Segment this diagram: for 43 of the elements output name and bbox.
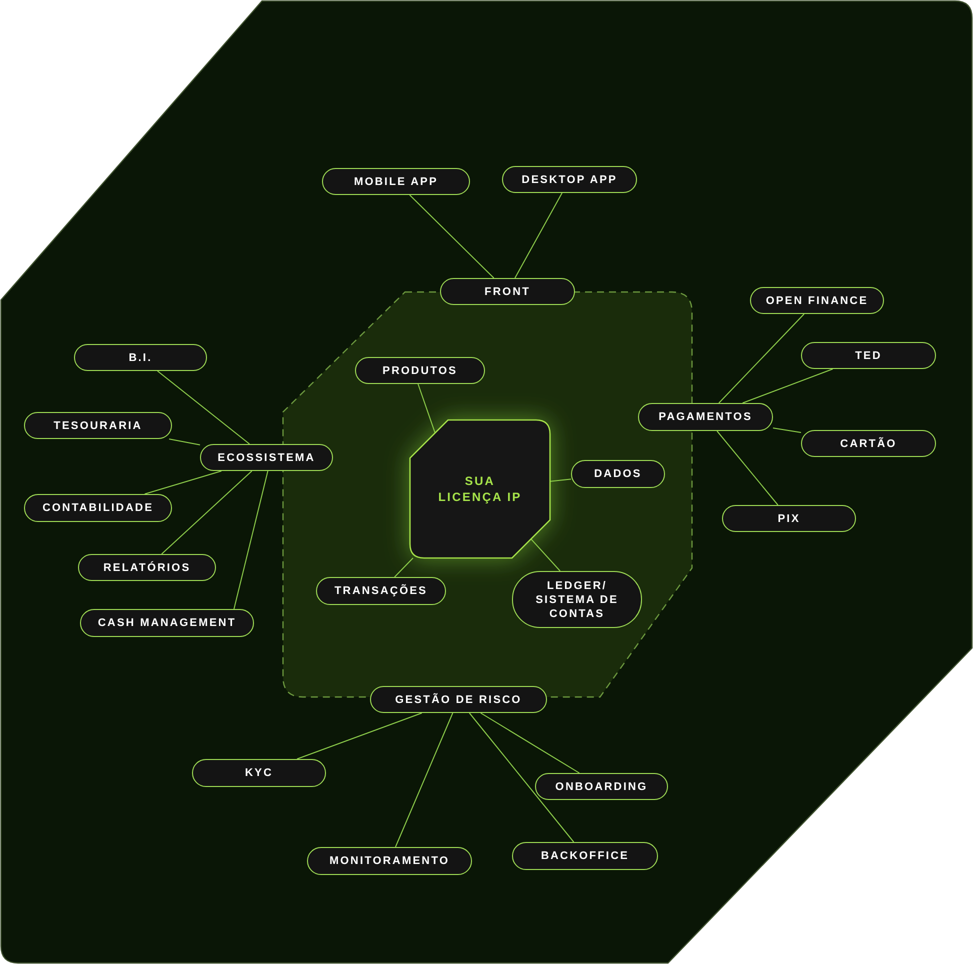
- connector-line: [161, 470, 252, 554]
- connector-line: [530, 538, 561, 572]
- pill-label: LEDGER/ SISTEMA DE CONTAS: [512, 571, 642, 628]
- pill-label: DADOS: [571, 460, 665, 488]
- pill-label: PIX: [722, 505, 856, 532]
- pill-label: KYC: [192, 759, 326, 787]
- connector-line: [772, 427, 802, 434]
- connector-line: [514, 192, 563, 278]
- connector-line: [718, 314, 805, 404]
- connector-line: [144, 470, 222, 494]
- connector-line: [296, 712, 422, 760]
- pill-label: PAGAMENTOS: [638, 403, 773, 431]
- pill-label: PRODUTOS: [355, 357, 485, 384]
- pill-label: CONTABILIDADE: [24, 494, 172, 522]
- connector-line: [742, 368, 834, 404]
- connector-line: [168, 438, 200, 446]
- connector-line: [550, 478, 572, 482]
- connector-line: [418, 384, 436, 434]
- pill-label: BACKOFFICE: [512, 842, 658, 870]
- pill-label: ONBOARDING: [535, 773, 668, 800]
- connector-line: [394, 558, 414, 578]
- connector-line: [480, 712, 580, 774]
- pill-label: GESTÃO DE RISCO: [370, 686, 547, 713]
- pill-label: DESKTOP APP: [502, 166, 637, 193]
- pill-label: B.I.: [74, 344, 207, 371]
- pill-label: CASH MANAGEMENT: [80, 609, 254, 637]
- pill-label: TRANSAÇÕES: [316, 577, 446, 605]
- pill-label: ECOSSISTEMA: [200, 444, 333, 471]
- connector-line: [157, 370, 250, 444]
- pill-label: FRONT: [440, 278, 575, 305]
- pill-label: TED: [801, 342, 936, 369]
- pill-label: MONITORAMENTO: [307, 847, 472, 875]
- connector-line: [409, 194, 494, 278]
- core-label: SUA LICENÇA IP: [437, 473, 523, 505]
- connector-line: [716, 430, 778, 506]
- pill-label: OPEN FINANCE: [750, 287, 884, 314]
- pill-label: MOBILE APP: [322, 168, 470, 195]
- connector-line: [394, 712, 454, 848]
- pill-label: TESOURARIA: [24, 412, 172, 439]
- connector-line: [468, 712, 574, 842]
- pill-label: RELATÓRIOS: [78, 554, 216, 581]
- pill-label: CARTÃO: [801, 430, 936, 457]
- connector-line: [234, 470, 268, 610]
